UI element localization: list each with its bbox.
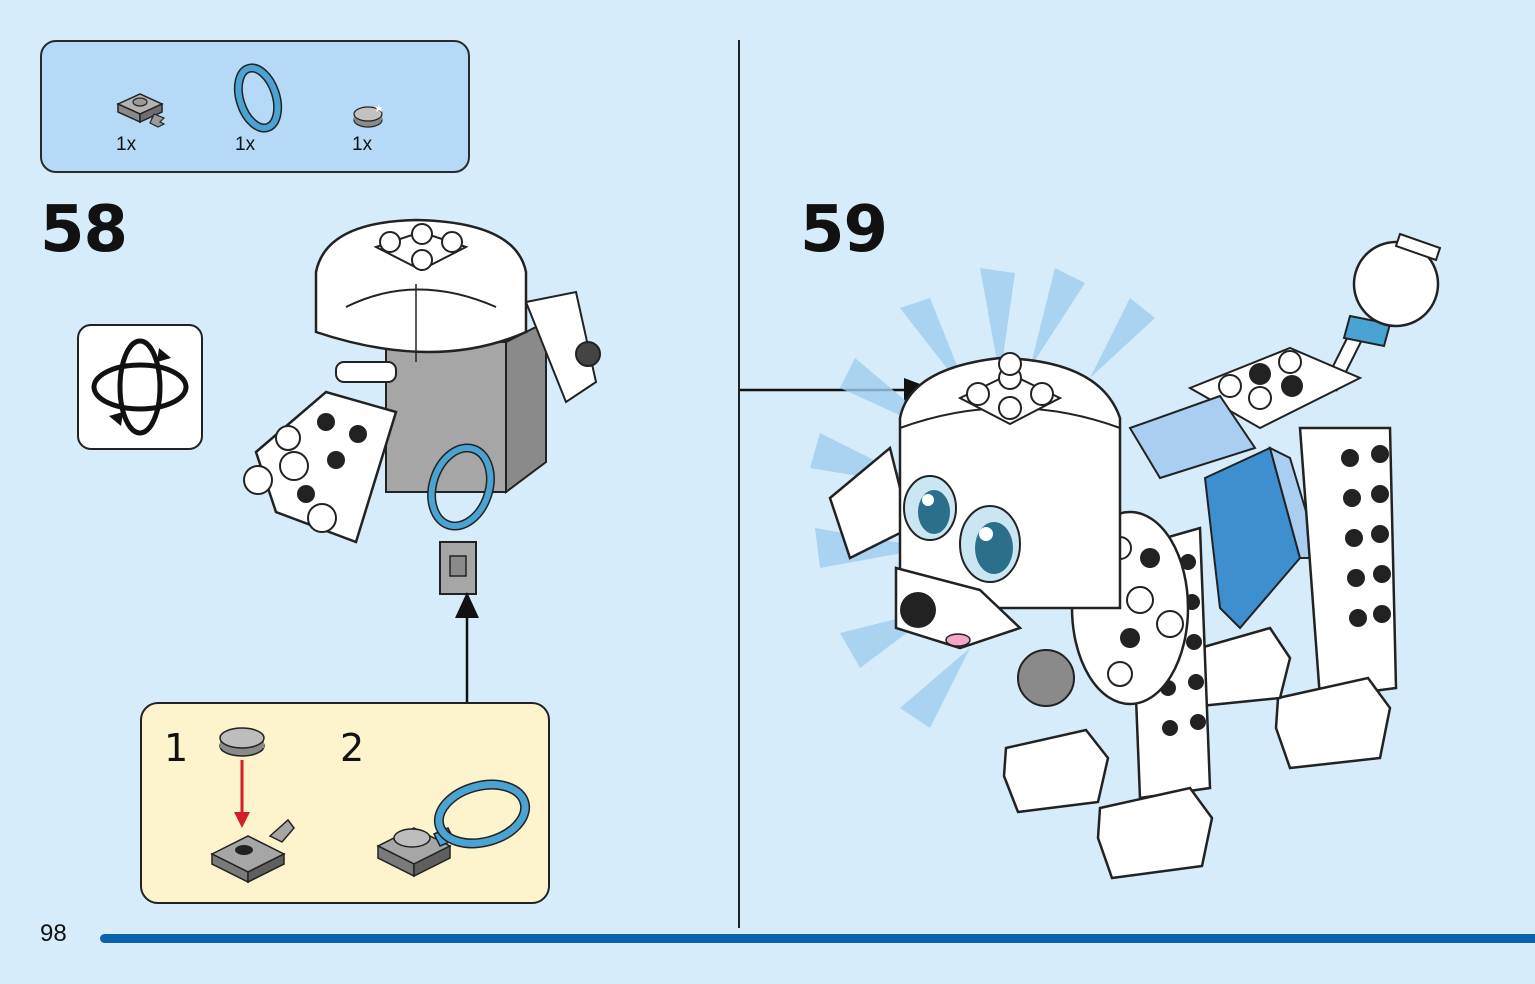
- page-number: 98: [40, 920, 67, 947]
- up-arrow-icon: [455, 592, 479, 704]
- step-59-number: 59: [800, 193, 888, 267]
- step-58-model: [243, 218, 601, 595]
- subassembly-callout: 1 2: [140, 702, 550, 904]
- ring-icon: [233, 63, 283, 133]
- substep-2-illustration: [376, 779, 531, 878]
- rotate-icon: [91, 338, 189, 436]
- part-count-round-tile: 1x: [352, 134, 373, 155]
- substep-2-number: 2: [340, 726, 365, 770]
- parts-list-box: 1x 1x 1x: [40, 40, 470, 173]
- round-tile-icon: [353, 104, 383, 128]
- part-count-ring: 1x: [235, 134, 256, 155]
- step-59-model: [810, 232, 1442, 880]
- page-divider: [738, 40, 740, 928]
- substep-1-number: 1: [164, 726, 189, 770]
- plate-with-clip-icon: [116, 93, 166, 128]
- footer-bar: [100, 934, 1535, 943]
- part-count-plate: 1x: [116, 134, 137, 155]
- substep-1-illustration: [210, 727, 295, 884]
- step-58-number: 58: [40, 193, 128, 267]
- rotate-model-box: [77, 324, 203, 450]
